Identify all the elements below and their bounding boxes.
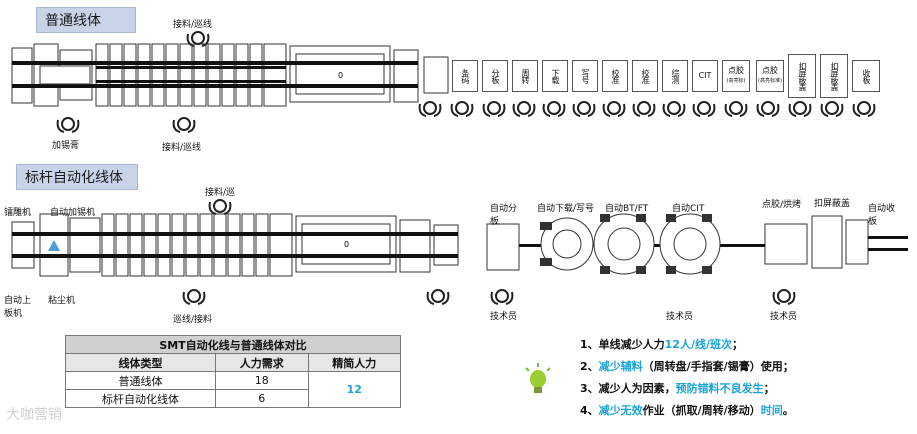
station-10: 点胶(高亮标) [722, 60, 750, 92]
station-8: 综测 [662, 60, 688, 92]
station-6: 校准 [602, 60, 628, 92]
station-12: 扣屏蔽盖 [788, 54, 816, 98]
station-label: 条码 [460, 69, 470, 83]
note-4: 4、减少无效作业（抓取/周转/移动）时间。 [580, 400, 794, 422]
station-14: 收板 [852, 60, 880, 92]
operator-icon [188, 32, 209, 46]
auto-loader-label: 自动上板机 [4, 293, 34, 319]
auto-download-label: 自动下载/写号 [537, 201, 594, 214]
station-label: 点胶 [762, 66, 778, 76]
normal-oven-mark: 0 [338, 71, 343, 80]
station-11: 点胶(高亮标准) [756, 60, 784, 92]
normal-solder-label: 加锡膏 [52, 138, 79, 151]
comparison-table: SMT自动化线与普通线体对比 线体类型 人力需求 精简人力 普通线体 18 12… [65, 335, 401, 408]
operator-icon [58, 118, 79, 132]
auto-dust-label: 粘尘机 [48, 293, 75, 306]
tech-label-3: 技术员 [770, 309, 797, 322]
auto-dispense-label: 点胶/烘烤 [762, 197, 802, 210]
watermark: 大咖营销 [6, 404, 62, 424]
row-need: 18 [216, 372, 308, 390]
station-4: 下载 [542, 60, 568, 92]
operator-icon [428, 290, 449, 304]
note-2: 2、减少辅料（周转盘/手指套/锡膏）使用； [580, 356, 794, 378]
operator-icon [174, 118, 195, 132]
auto-bt-label: 自动BT/FT [605, 201, 648, 214]
station-label: 扣屏蔽盖 [797, 62, 807, 90]
station-label: 校准 [610, 69, 620, 83]
station-label: 写号 [580, 69, 590, 83]
station-9: CIT [692, 60, 718, 92]
operator-icon [184, 290, 205, 304]
table-row: 普通线体 18 12 [66, 372, 401, 390]
station-5: 写号 [572, 60, 598, 92]
auto-solder-label: 自动加锡机 [50, 205, 95, 218]
row-type: 普通线体 [66, 372, 216, 390]
operator-icon [774, 290, 795, 304]
row-need: 6 [216, 390, 308, 408]
auto-bottom-feed-label: 巡线/接料 [173, 312, 212, 325]
station-sub-label: (高亮标) [727, 76, 746, 86]
comparison-title: SMT自动化线与普通线体对比 [66, 336, 401, 354]
operator-icon [492, 290, 513, 304]
benefit-notes: 1、单线减少人力12人/线/班次； 2、减少辅料（周转盘/手指套/锡膏）使用； … [580, 334, 794, 422]
tech-label-2: 技术员 [666, 309, 693, 322]
note-3: 3、减少人为因素，预防错料不良发生； [580, 378, 794, 400]
normal-top-feed-label: 接料/巡线 [173, 17, 212, 30]
station-label: 校准 [640, 69, 650, 83]
station-label: 下载 [550, 69, 560, 83]
tech-label-1: 技术员 [490, 309, 517, 322]
auto-feeder-label: 镭雕机 [4, 205, 31, 218]
row-type: 标杆自动化线体 [66, 390, 216, 408]
station-7: 校准 [632, 60, 658, 92]
station-label: CIT [699, 71, 712, 81]
auto-cit-label: 自动CIT [672, 201, 704, 214]
station-13: 扣屏蔽盖 [820, 54, 848, 98]
station-2: 分板 [482, 60, 508, 92]
operator-icon [210, 200, 231, 214]
auto-oven-mark: 0 [344, 240, 349, 249]
header-type: 线体类型 [66, 354, 216, 372]
station-label: 分板 [490, 69, 500, 83]
station-label: 点胶 [728, 66, 744, 76]
station-label: 扣屏蔽盖 [829, 62, 839, 90]
station-1: 条码 [452, 60, 478, 92]
auto-top-feed-label: 接料/巡 [205, 185, 235, 198]
header-reduction: 精简人力 [308, 354, 400, 372]
header-need: 人力需求 [216, 354, 308, 372]
station-label: 收板 [861, 69, 871, 83]
auto-split-label: 自动分板 [490, 201, 520, 227]
station-3: 周转 [512, 60, 538, 92]
station-label: 综测 [670, 69, 680, 83]
lightbulb-icon [522, 362, 554, 396]
station-label: 周转 [520, 69, 530, 83]
auto-shield-label: 扣屏蔽盖 [814, 196, 850, 209]
reduction-value: 12 [308, 372, 400, 408]
normal-bottom-feed-label: 接料/巡线 [162, 140, 201, 153]
station-sub-label: (高亮标准) [758, 76, 782, 86]
note-1: 1、单线减少人力12人/线/班次； [580, 334, 794, 356]
auto-collect-label: 自动收板 [868, 201, 898, 227]
